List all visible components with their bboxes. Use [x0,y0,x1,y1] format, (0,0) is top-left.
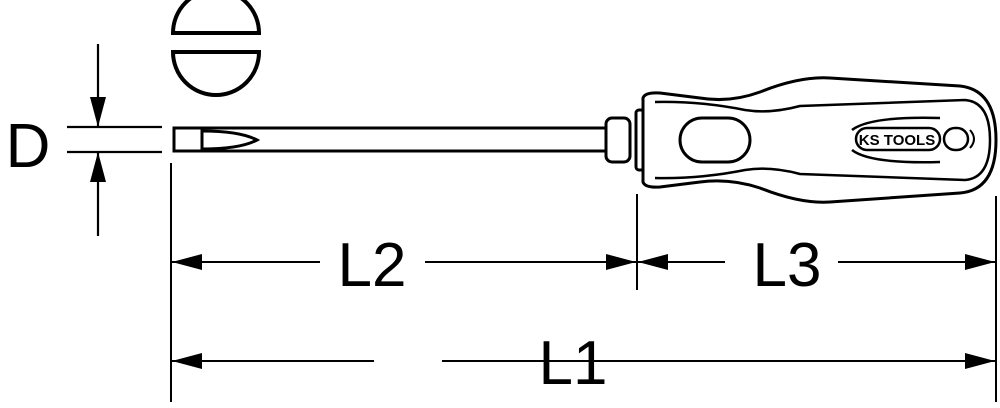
screwdriver-blade [172,126,614,153]
brand-logo: KS TOOLS [854,126,975,152]
screwdriver-handle [641,76,998,204]
dimension-label-l2: L2 [338,231,407,300]
slotted-tip-symbol [170,0,262,97]
ferrule [604,108,646,172]
extension-lines [170,163,997,402]
svg-text:KS TOOLS: KS TOOLS [859,132,935,149]
dimension-d [67,44,162,236]
dimension-label-d: D [6,112,51,181]
dimension-label-l3: L3 [753,231,822,300]
dimension-label-l1: L1 [539,329,608,398]
